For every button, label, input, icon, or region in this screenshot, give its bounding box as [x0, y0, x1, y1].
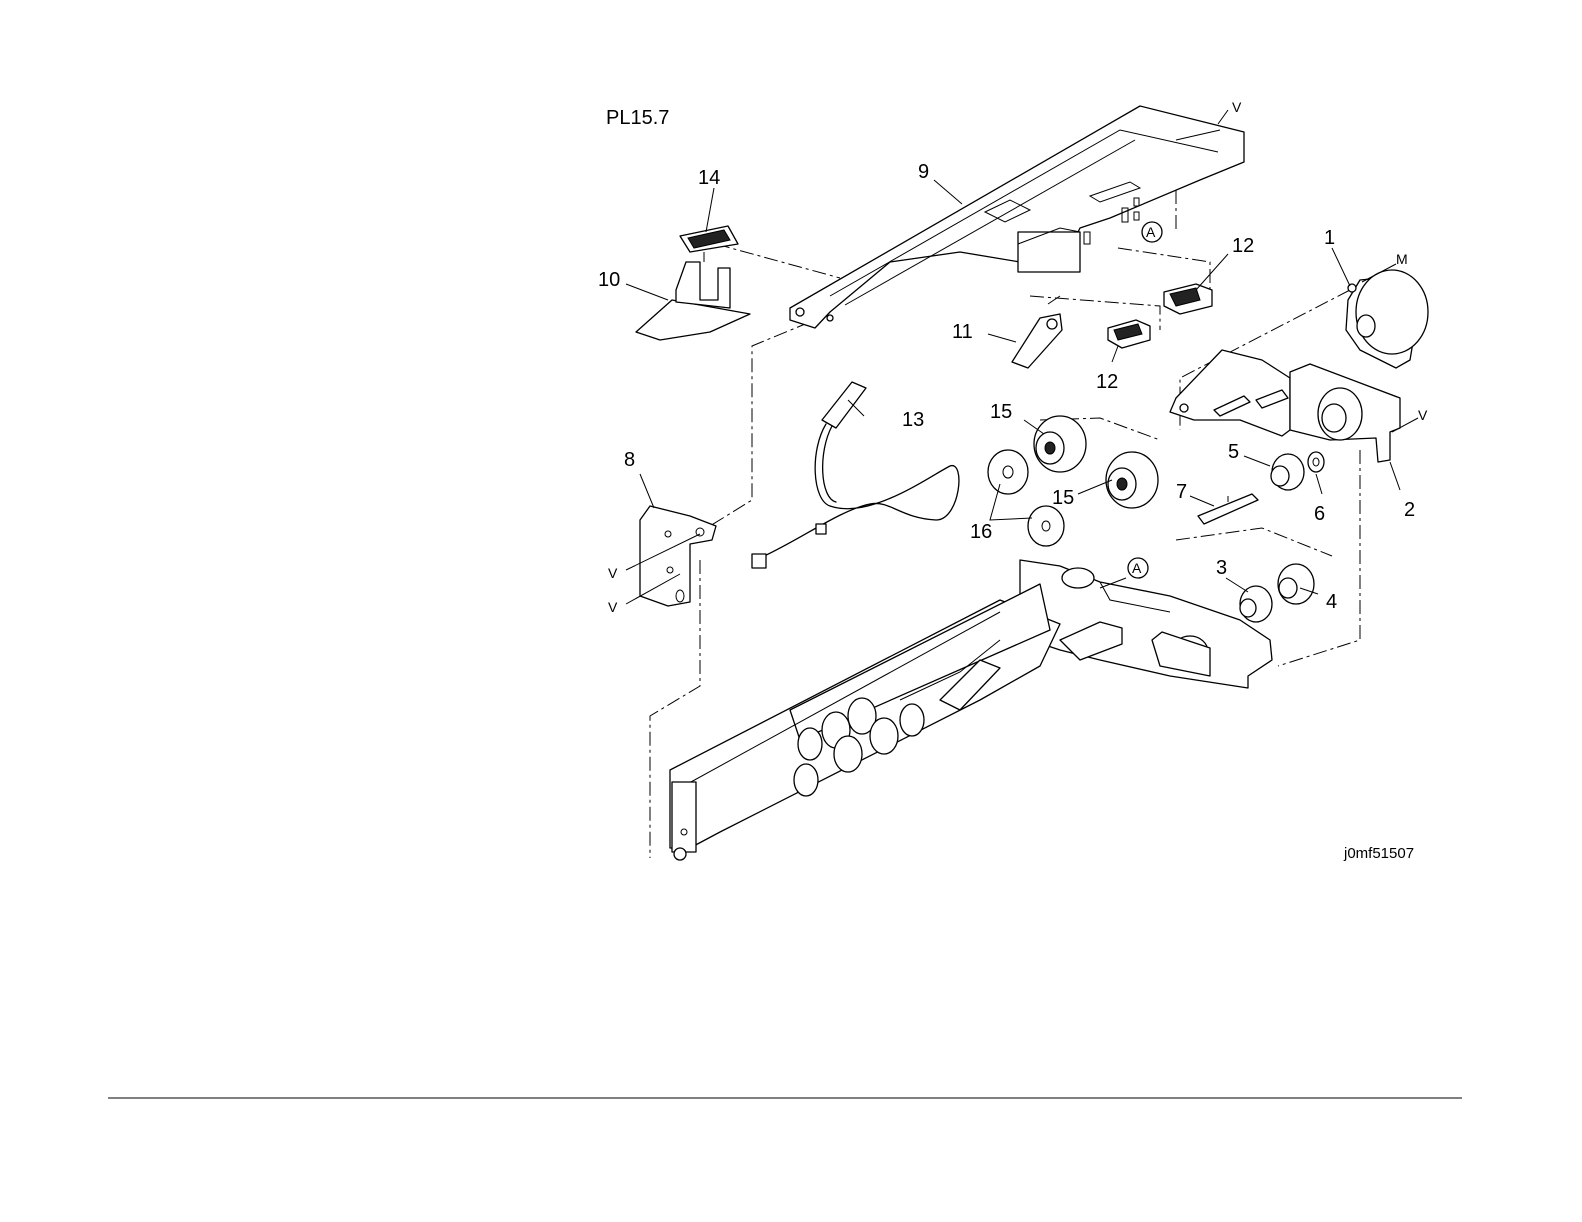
callout-2: 2 — [1404, 499, 1415, 521]
callout-15-lower: 15 — [1052, 487, 1074, 509]
part-3-roller — [1240, 586, 1272, 622]
part-12-sensor-lower — [1108, 320, 1150, 348]
callout-8: 8 — [624, 449, 635, 471]
callout-3: 3 — [1216, 557, 1227, 579]
callout-13: 13 — [902, 409, 924, 431]
part-13-harness — [752, 382, 959, 568]
part-6-clip — [1308, 452, 1324, 472]
part-11-actuator — [1012, 296, 1062, 368]
feed-roller-assembly — [670, 584, 1060, 860]
callout-10: 10 — [598, 269, 620, 291]
callout-16: 16 — [970, 521, 992, 543]
screw-mark-v-top: V — [1232, 99, 1242, 115]
part-14-bracket — [680, 226, 738, 262]
figure-code: j0mf51507 — [1343, 845, 1414, 862]
callout-12-lower: 12 — [1096, 371, 1118, 393]
part-2-gear-bracket — [1290, 364, 1400, 462]
part-5-gear — [1271, 454, 1304, 490]
part-8-side-bracket — [640, 506, 716, 606]
part-15-gear-upper — [1034, 416, 1086, 472]
drive-bracket — [1170, 350, 1290, 436]
reference-mark-a-lower-label: A — [1132, 560, 1142, 576]
callout-9: 9 — [918, 161, 929, 183]
callout-7: 7 — [1176, 481, 1187, 503]
part-7-shaft — [1198, 494, 1258, 524]
callout-5: 5 — [1228, 441, 1239, 463]
part-4-gear — [1278, 564, 1314, 604]
part-12-sensor-upper — [1164, 284, 1212, 314]
screw-mark-v-left-1: V — [608, 565, 618, 581]
callout-6: 6 — [1314, 503, 1325, 525]
callout-12-upper: 12 — [1232, 235, 1254, 257]
part-16-washer-lower — [1028, 506, 1064, 546]
part-15-gear-lower — [1106, 452, 1158, 508]
part-1-motor — [1346, 270, 1428, 368]
callout-14: 14 — [698, 167, 720, 189]
part-10-guide-plate — [636, 262, 750, 340]
reference-mark-a-upper-label: A — [1146, 224, 1156, 240]
part-16-washer-upper — [988, 450, 1028, 494]
screw-mark-v-right: V — [1418, 407, 1428, 423]
plate-title: PL15.7 — [606, 107, 669, 129]
motor-mark-m: M — [1396, 251, 1408, 267]
callout-15-upper: 15 — [990, 401, 1012, 423]
callout-1: 1 — [1324, 227, 1335, 249]
callout-4: 4 — [1326, 591, 1337, 613]
callout-11: 11 — [952, 321, 973, 343]
screw-mark-v-left-2: V — [608, 599, 618, 615]
